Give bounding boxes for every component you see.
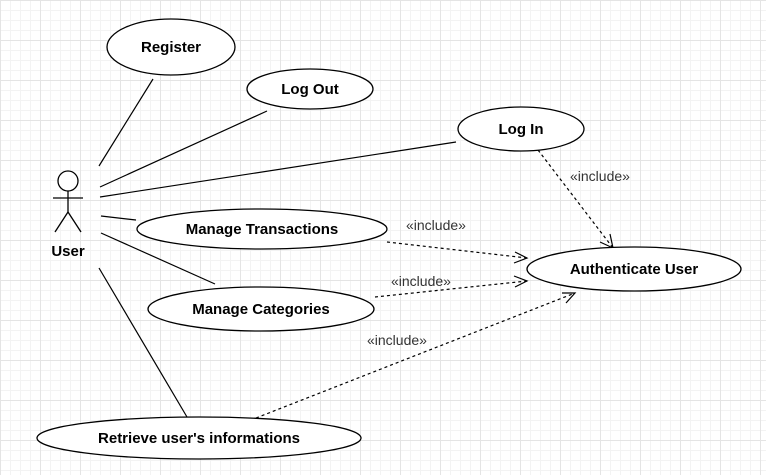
include-label-retrieve: «include» xyxy=(367,332,427,348)
usecase-manage-transactions[interactable]: Manage Transactions xyxy=(136,208,388,250)
actor-user[interactable]: User xyxy=(51,170,85,260)
include-dep-login xyxy=(537,149,614,249)
include-arrowhead-categories xyxy=(513,275,529,288)
usecase-manage-categories[interactable]: Manage Categories xyxy=(147,286,375,332)
include-label-categories: «include» xyxy=(391,273,451,289)
usecase-retrieve-info[interactable]: Retrieve user's informations xyxy=(36,416,362,460)
usecase-authenticate-user[interactable]: Authenticate User xyxy=(526,246,742,292)
usecase-authenticate-user-shape xyxy=(526,246,742,292)
usecase-manage-categories-label: Manage Categories xyxy=(192,301,330,318)
actor-head xyxy=(57,170,79,192)
usecase-login-shape xyxy=(457,106,585,152)
usecase-register[interactable]: Register xyxy=(106,18,236,76)
usecase-retrieve-info-shape xyxy=(36,416,362,460)
usecase-manage-transactions-label: Manage Transactions xyxy=(186,221,339,238)
actor-label: User xyxy=(51,243,85,260)
usecase-logout-shape xyxy=(246,68,374,110)
assoc-logout xyxy=(99,110,268,188)
usecase-logout-label: Log Out xyxy=(281,81,338,98)
usecase-login[interactable]: Log In xyxy=(457,106,585,152)
assoc-retrieve-info xyxy=(98,267,188,418)
usecase-retrieve-info-label: Retrieve user's informations xyxy=(98,430,300,447)
usecase-authenticate-user-label: Authenticate User xyxy=(570,261,699,278)
include-label-transactions: «include» xyxy=(406,217,466,233)
assoc-register xyxy=(98,78,154,167)
usecase-register-label: Register xyxy=(141,39,201,56)
usecase-login-label: Log In xyxy=(499,121,544,138)
usecase-register-shape xyxy=(106,18,236,76)
usecase-logout[interactable]: Log Out xyxy=(246,68,374,110)
usecase-manage-categories-shape xyxy=(147,286,375,332)
include-dep-transactions xyxy=(386,241,528,259)
include-arrowhead-retrieve xyxy=(562,292,577,304)
include-arrowhead-transactions xyxy=(513,251,529,264)
usecase-manage-transactions-shape xyxy=(136,208,388,250)
actor-right-leg xyxy=(67,211,82,233)
assoc-manage-transactions xyxy=(100,215,137,221)
assoc-login xyxy=(99,141,457,198)
include-dep-categories xyxy=(374,280,528,298)
assoc-manage-categories xyxy=(100,232,216,285)
include-label-login: «include» xyxy=(570,168,630,184)
actor-left-leg xyxy=(54,211,69,233)
